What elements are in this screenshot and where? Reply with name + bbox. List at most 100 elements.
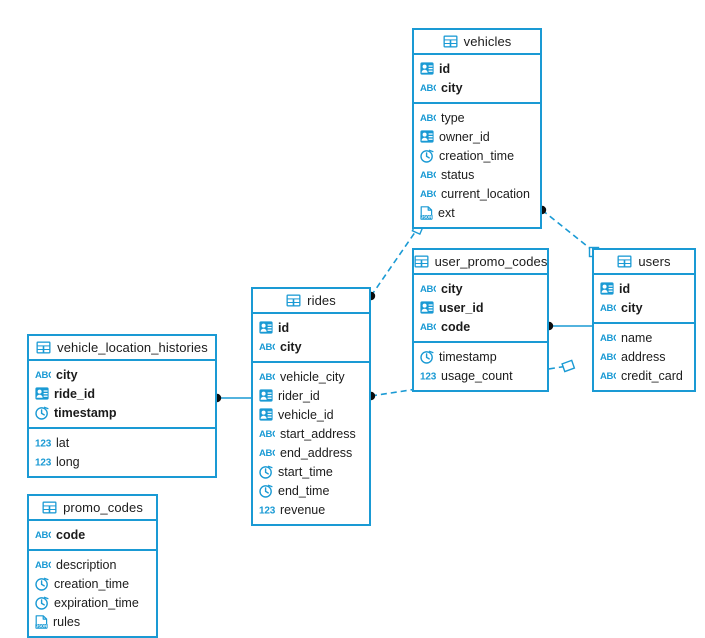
field-name: id [278,320,290,335]
123-number-icon: 123 [259,504,275,516]
field-row[interactable]: ride_id [29,384,215,403]
primary-key-section: idABCcity [594,275,694,324]
field-row[interactable]: 123 long [29,452,215,471]
field-name: start_address [280,426,356,441]
clock-icon [259,484,273,498]
field-row[interactable]: expiration_time [29,593,156,612]
field-row[interactable]: id [594,279,694,298]
field-name: owner_id [439,129,490,144]
table-name: rides [307,293,336,308]
abc-string-icon: ABC [259,428,275,439]
field-row[interactable]: ABCcity [29,365,215,384]
field-row[interactable]: ABCcity [414,78,540,97]
field-row[interactable]: ABC current_location [414,184,540,203]
field-name: city [441,281,463,296]
abc-string-icon: ABC [420,169,436,180]
entity-table-promo_codes[interactable]: promo_codesABCcodeABCdescriptioncreation… [27,494,158,638]
table-header[interactable]: vehicle_location_histories [29,336,215,361]
field-row[interactable]: ABCcode [414,317,547,336]
fields-section: ABCvehicle_cityrider_idvehicle_idABCstar… [253,363,369,524]
entity-table-vehicle_location_histories[interactable]: vehicle_location_historiesABCcityride_id… [27,334,217,478]
svg-text:ABC: ABC [420,284,436,294]
field-row[interactable]: owner_id [414,127,540,146]
svg-text:123: 123 [35,458,51,468]
field-name: creation_time [439,148,515,163]
table-header[interactable]: promo_codes [29,496,156,521]
field-name: vehicle_id [278,407,334,422]
field-row[interactable]: ABCtype [414,108,540,127]
field-row[interactable]: start_time [253,462,369,481]
field-row[interactable]: ABCcredit_card [594,366,694,385]
entity-table-user_promo_codes[interactable]: user_promo_codesABC city user_idABCcode tim… [412,248,549,392]
field-name: creation_time [54,576,130,591]
field-row[interactable]: ABCcity [253,337,369,356]
table-header[interactable]: users [594,250,694,275]
field-name: city [621,300,643,315]
field-name: current_location [441,186,530,201]
entity-table-users[interactable]: usersidABCcityABCnameABCaddressABCcredit… [592,248,696,392]
abc-string-icon: ABC [35,529,51,540]
field-row[interactable]: ABC start_address [253,424,369,443]
field-row[interactable]: end_time [253,481,369,500]
field-row[interactable]: ABCstatus [414,165,540,184]
table-name: promo_codes [63,500,143,515]
field-row[interactable]: user_id [414,298,547,317]
field-row[interactable]: ABCend_address [253,443,369,462]
svg-text:ABC: ABC [420,83,436,93]
field-row[interactable]: ABC city [414,279,547,298]
table-grid-icon [42,501,57,514]
field-row[interactable]: id [414,59,540,78]
field-row[interactable]: ABC name [594,328,694,347]
entity-table-vehicles[interactable]: vehicles idABCcityABCtype owner_id creation… [412,28,542,229]
svg-text:ABC: ABC [35,530,51,540]
field-name: end_address [280,445,353,460]
field-name: start_time [278,464,333,479]
table-grid-icon [414,255,429,268]
field-row[interactable]: id [253,318,369,337]
field-row[interactable]: 123 revenue [253,500,369,519]
relationship-line-vehicles-users [541,209,593,251]
123-number-icon: 123 [35,437,51,449]
table-header[interactable]: rides [253,289,369,314]
field-name: usage_count [441,368,513,383]
field-row[interactable]: ABCaddress [594,347,694,366]
field-row[interactable]: ABCvehicle_city [253,367,369,386]
svg-text:ABC: ABC [420,322,436,332]
field-row[interactable]: timestamp [29,403,215,422]
field-name: name [621,330,653,345]
svg-text:JSON: JSON [36,623,47,628]
clock-icon [35,577,49,591]
id-card-icon [420,130,434,143]
primary-key-section: ABC city user_idABCcode [414,275,547,343]
field-row[interactable]: ABCdescription [29,555,156,574]
field-row[interactable]: rider_id [253,386,369,405]
field-row[interactable]: creation_time [414,146,540,165]
id-card-icon [259,408,273,421]
svg-text:ABC: ABC [420,113,436,123]
field-name: description [56,557,117,572]
json-document-icon: JSON [35,614,48,629]
entity-table-rides[interactable]: rides idABCcityABCvehicle_cityrider_idveh… [251,287,371,526]
abc-string-icon: ABC [259,371,275,382]
field-row[interactable]: creation_time [29,574,156,593]
field-row[interactable]: vehicle_id [253,405,369,424]
field-row[interactable]: timestamp [414,347,547,366]
abc-string-icon: ABC [600,332,616,343]
field-name: long [56,454,80,469]
field-name: revenue [280,502,326,517]
id-card-icon [259,321,273,334]
123-number-icon: 123 [35,456,51,468]
svg-text:ABC: ABC [420,189,436,199]
field-row[interactable]: ABCcity [594,298,694,317]
field-name: credit_card [621,368,683,383]
id-card-icon [420,301,434,314]
field-row[interactable]: ABCcode [29,525,156,544]
table-header[interactable]: user_promo_codes [414,250,547,275]
svg-text:JSON: JSON [421,214,432,219]
table-header[interactable]: vehicles [414,30,540,55]
